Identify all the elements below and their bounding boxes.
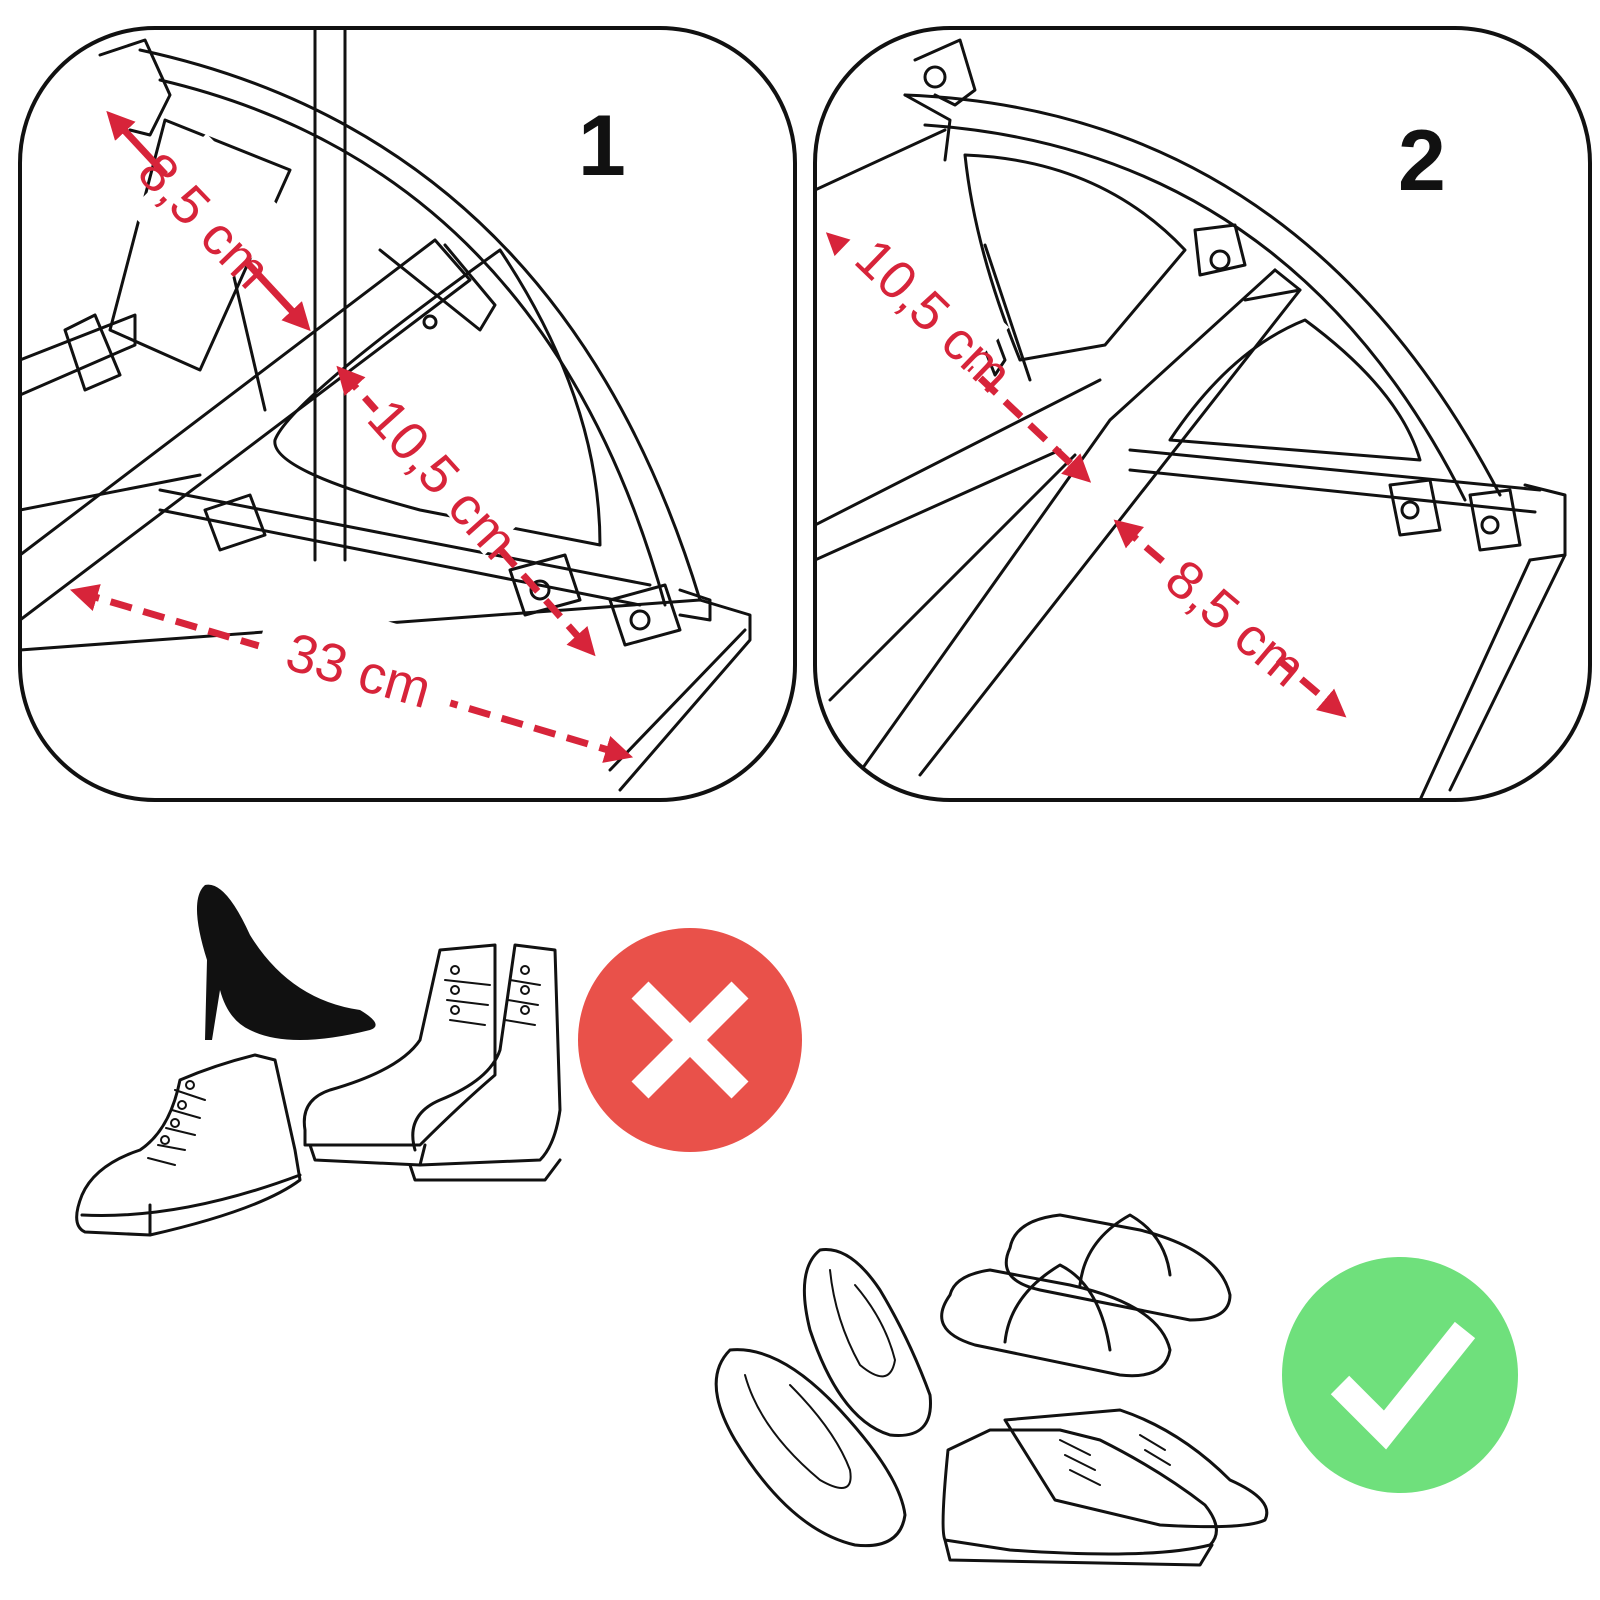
slippers-icon — [940, 1213, 1232, 1378]
checkmark-icon — [1330, 1321, 1476, 1450]
panel-1-frame — [18, 26, 797, 802]
panel-2-drawing — [815, 38, 1567, 800]
stiletto-heel-icon — [196, 884, 376, 1040]
approve-badge — [1282, 1257, 1518, 1493]
combat-boots-icon — [302, 943, 562, 1182]
panel-2-frame — [813, 26, 1592, 802]
cross-icon — [631, 981, 749, 1099]
panel-2-number: 2 — [1398, 113, 1446, 209]
panel-2: 2 10,5 cm 8,5 cm — [813, 26, 1592, 802]
panel-1: 1 8,5 cm 10,5 cm 33 cm — [18, 26, 797, 802]
shoes-allowed — [714, 1213, 1518, 1567]
ballet-flats-icon — [714, 1248, 932, 1548]
high-top-sneaker-icon — [75, 1053, 302, 1237]
panel-1-number: 1 — [578, 98, 626, 194]
shoes-not-allowed — [75, 884, 802, 1237]
derby-shoes-icon — [941, 1408, 1269, 1567]
reject-badge — [578, 928, 802, 1152]
